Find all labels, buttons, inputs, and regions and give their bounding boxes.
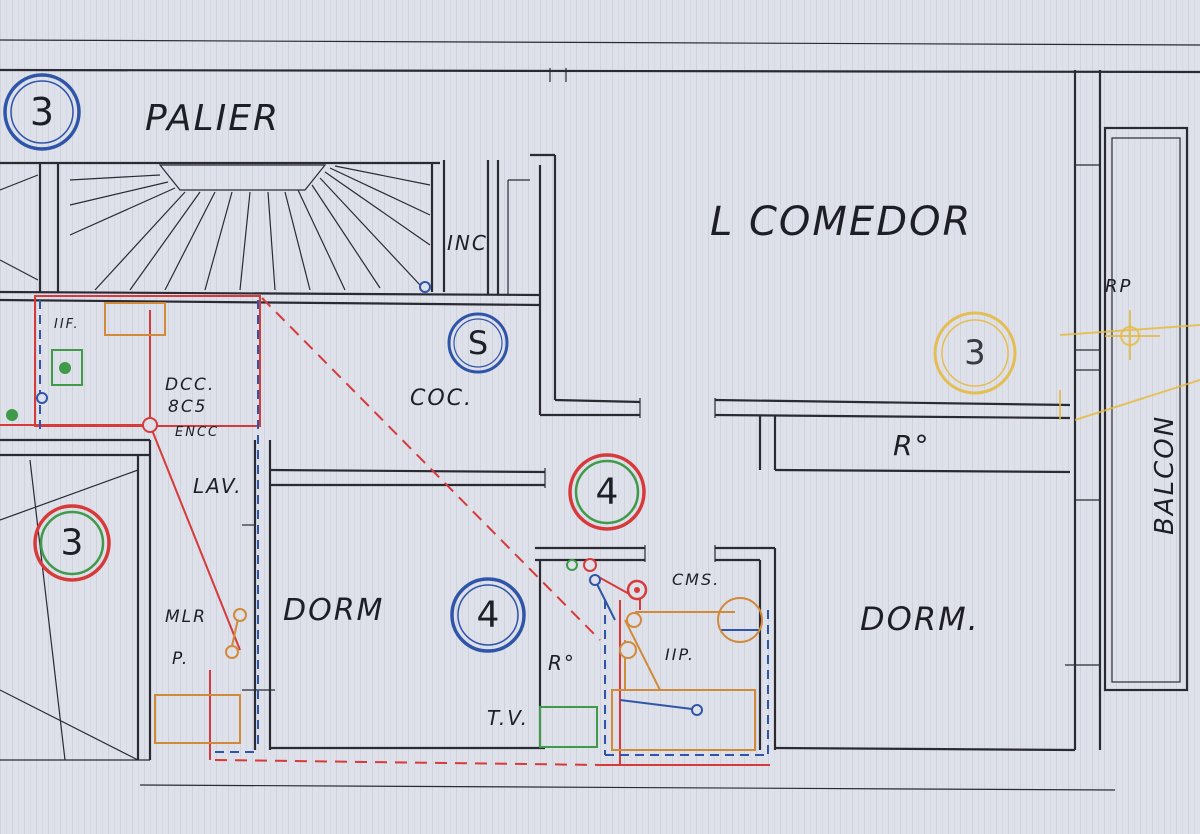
circuit-marker-label: S <box>468 324 488 362</box>
circuit-marker-label: 3 <box>61 523 84 564</box>
annotation-mlr: MLR <box>165 607 207 627</box>
walls <box>0 39 1200 791</box>
circuit-marker: 3 <box>933 311 1017 395</box>
circuit-marker: 4 <box>568 453 646 531</box>
room-label-coc: COC. <box>410 386 473 411</box>
circuit-marker: 3 <box>33 504 111 582</box>
fixture-annotations: INC RP DCC. 8C5 ENCC MLR P. T.V. CMS. II… <box>54 231 1132 730</box>
circuit-markers: 3 S 3 4 3 4 <box>3 73 1017 653</box>
annotation-rp: RP <box>1105 276 1132 297</box>
circuit-marker-label: 4 <box>477 595 500 636</box>
circuit-marker: 3 <box>3 73 81 151</box>
circuit-marker-label: 4 <box>596 472 619 513</box>
room-label-r-middle: R° <box>893 429 930 462</box>
annotation-cms: CMS. <box>672 570 720 589</box>
circuit-marker-label: 3 <box>30 90 54 134</box>
annotation-dcc-3: ENCC <box>175 425 219 440</box>
room-label-lav: LAV. <box>193 474 243 498</box>
circuit-marker: 4 <box>450 577 526 653</box>
circuit-marker: S <box>447 312 509 374</box>
room-label-dorm-left: DORM <box>283 593 384 628</box>
electrical-overlay <box>0 281 1200 766</box>
room-label-palier: PALIER <box>145 98 280 139</box>
annotation-dcc-2: 8C5 <box>168 397 208 417</box>
room-label-balcon: BALCON <box>1150 415 1180 535</box>
circuit-marker-label: 3 <box>964 333 986 373</box>
annotation-tv: T.V. <box>487 706 529 730</box>
room-labels: PALIER L COMEDOR COC. LAV. DORM DORM. R°… <box>145 98 1180 675</box>
annotation-p: P. <box>172 649 189 669</box>
annotation-iip: IIP. <box>665 645 695 664</box>
room-label-comedor: L COMEDOR <box>710 199 972 245</box>
annotation-dcc-1: DCC. <box>165 375 215 395</box>
room-label-r-small: R° <box>548 651 576 675</box>
annotation-iir: IIF. <box>54 317 80 332</box>
room-label-dorm-right: DORM. <box>860 600 980 638</box>
annotation-inc: INC <box>447 231 488 255</box>
